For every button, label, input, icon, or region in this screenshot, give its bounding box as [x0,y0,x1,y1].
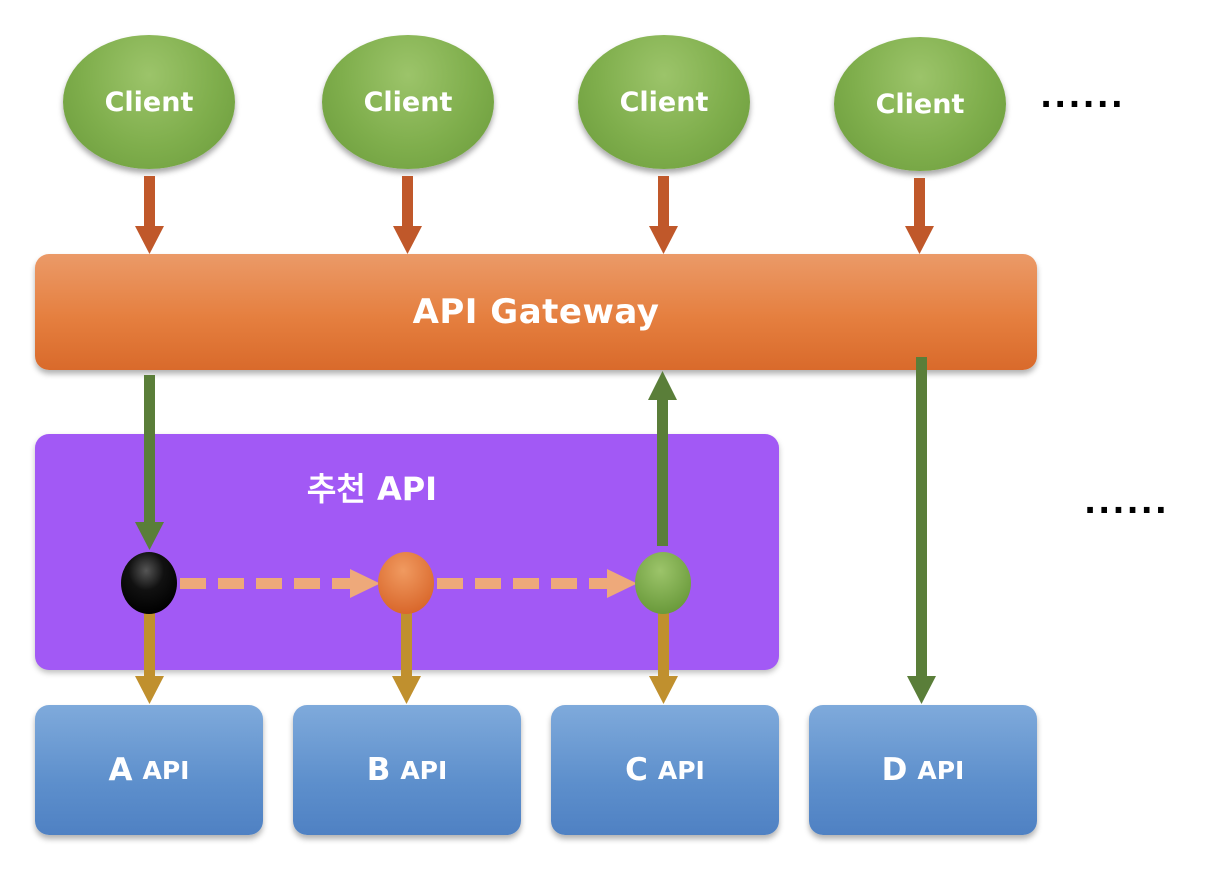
c-api-box: C API [551,705,779,835]
api-letter: D [881,752,908,788]
client-label: Client [104,86,194,118]
client-node-3: Client [578,35,750,169]
api-suffix: API [657,755,705,785]
more-apis-ellipsis: ······ [1084,491,1169,529]
gateway-to-d-api-arrow [907,357,936,704]
recommend-api-label: 추천 API [306,470,438,508]
d-api-box: D API [809,705,1037,835]
client-label: Client [363,86,453,118]
api-suffix: API [400,755,448,785]
a-api-box: A API [35,705,263,835]
api-letter: B [366,752,391,788]
api-gateway-label: API Gateway [412,292,660,332]
client-node-1: Client [63,35,235,169]
client-node-4: Client [834,37,1006,171]
api-suffix: API [142,755,190,785]
b-api-box: B API [293,705,521,835]
api-letter: C [625,752,648,788]
client-node-2: Client [322,35,494,169]
api-gateway-box: API Gateway [35,254,1037,370]
client-to-gateway-arrow-2 [393,176,422,254]
client-label: Client [875,88,965,120]
client-to-gateway-arrow-1 [135,176,164,254]
client-to-gateway-arrow-4 [905,178,934,254]
more-clients-ellipsis: ······ [1040,85,1125,123]
client-label: Client [619,86,709,118]
api-letter: A [108,752,133,788]
recommend-api-box: 추천 API [35,434,779,670]
client-to-gateway-arrow-3 [649,176,678,254]
api-suffix: API [917,755,965,785]
